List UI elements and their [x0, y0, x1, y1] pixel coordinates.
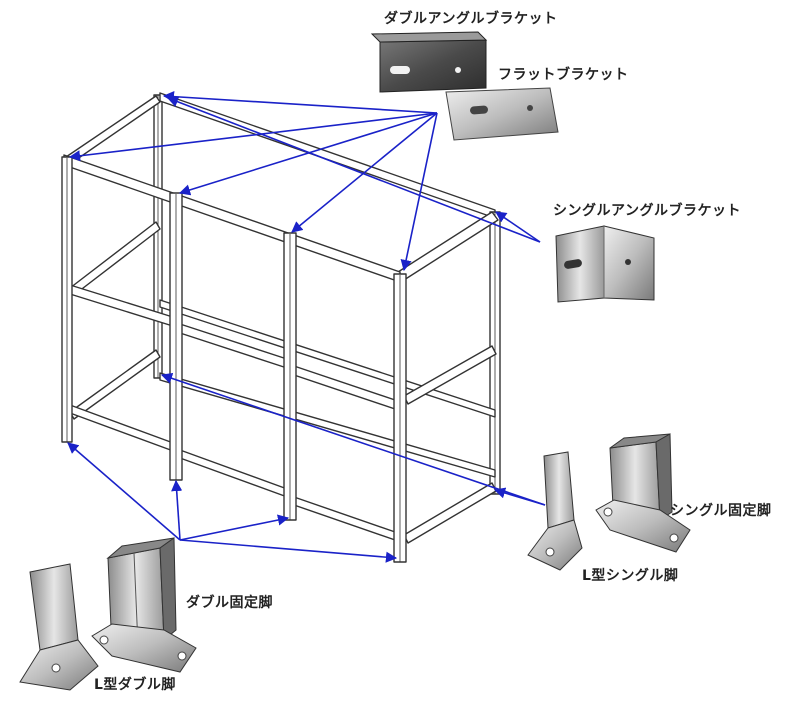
arrow-to-front-beam-2	[291, 112, 438, 233]
left-mid-beam	[69, 221, 161, 296]
single-fixed-leg-label: シングル固定脚	[670, 503, 772, 519]
left-low-beam	[69, 349, 161, 420]
arrow-lleg-to-front-left-bottom	[67, 442, 181, 541]
single-angle-bracket-image	[555, 225, 655, 303]
double-angle-bracket-image	[370, 31, 488, 93]
front-left-post	[61, 156, 73, 443]
front-center-right-post	[283, 232, 297, 521]
back-mid-beam	[159, 299, 496, 418]
back-left-post	[153, 94, 163, 379]
double-angle-bracket-label: ダブルアングルブラケット	[384, 11, 558, 27]
arrow-sab-to-back-left	[166, 96, 541, 243]
callout-arrows	[67, 91, 546, 563]
l-type-double-leg-label: L型ダブル脚	[94, 677, 176, 693]
arrow-to-front-right-top	[400, 112, 438, 272]
arrow-sab-to-back-right	[495, 211, 541, 243]
front-low-beam-center	[179, 449, 291, 499]
single-angle-bracket-label: シングルアングルブラケット	[553, 203, 741, 219]
front-right-post	[393, 273, 407, 563]
single-fixed-leg-image	[595, 433, 691, 553]
arrow-to-front-left-top	[68, 112, 438, 162]
left-top-beam	[65, 95, 161, 165]
front-low-beam-left	[69, 404, 177, 453]
flat-bracket-label: フラットブラケット	[498, 67, 629, 83]
double-fixed-leg-image	[91, 537, 197, 673]
front-center-left-post	[169, 192, 183, 481]
right-top-beam	[397, 211, 499, 281]
arrow-to-back-left-top	[162, 91, 438, 114]
arrow-lleg-to-front-center-left-bottom	[171, 479, 183, 541]
right-bottom-beam	[403, 482, 497, 544]
front-low-beam-right	[293, 496, 399, 542]
back-bottom-beam	[159, 372, 496, 478]
l-type-single-leg-image	[527, 451, 583, 571]
aluminum-frame	[61, 92, 501, 563]
arrow-lleg-to-front-center-right-bottom	[179, 514, 290, 541]
arrow-rleg-to-back-right-bottom	[493, 487, 546, 506]
arrow-lleg-to-front-right-bottom	[179, 539, 398, 563]
l-type-single-leg-label: L型シングル脚	[582, 568, 679, 584]
arrow-rleg-to-back-left-bottom	[160, 372, 546, 506]
l-type-double-leg-image	[19, 563, 99, 691]
double-fixed-leg-label: ダブル固定脚	[186, 595, 273, 611]
back-top-beam	[159, 92, 496, 219]
flat-bracket-image	[445, 87, 559, 141]
